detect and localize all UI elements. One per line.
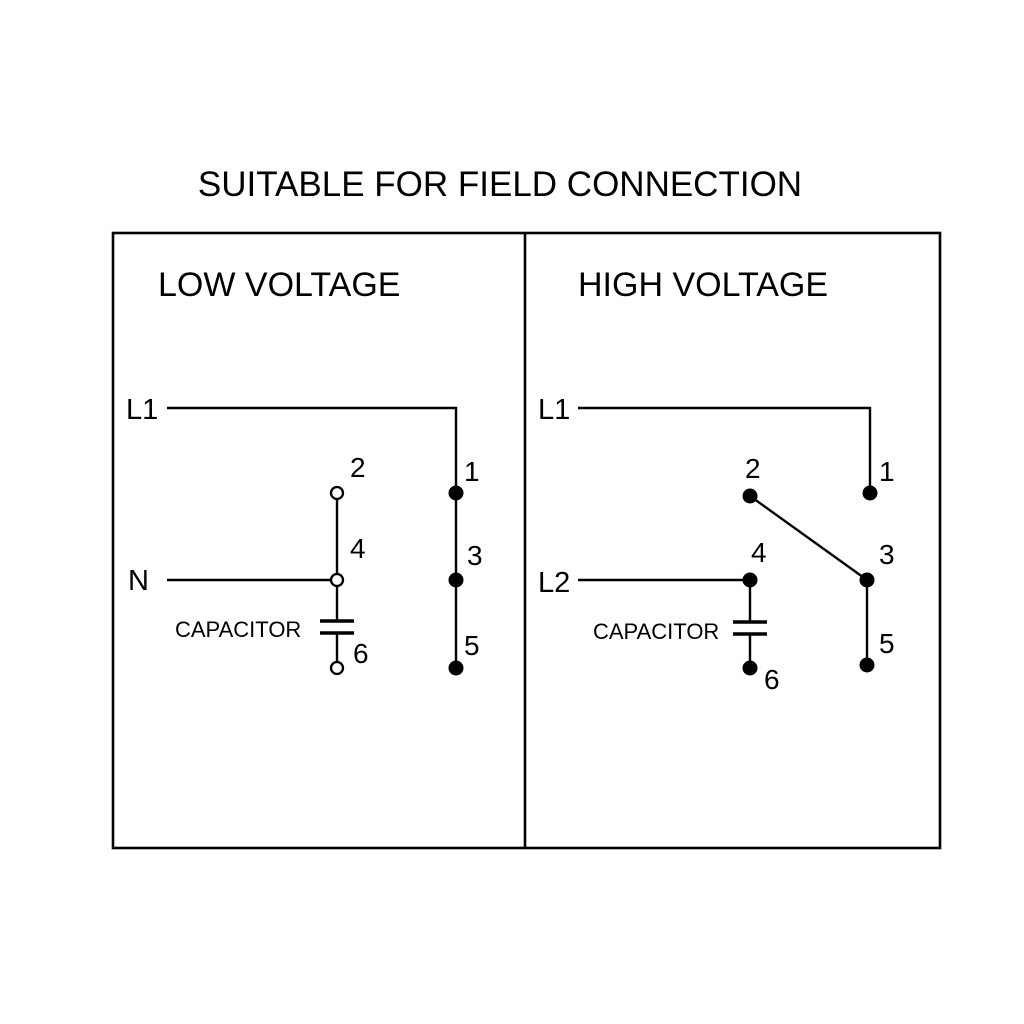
hv-l1-wire <box>578 406 872 493</box>
hv-terminal-1-dot <box>862 485 878 501</box>
hv-terminal-6-dot <box>742 660 758 676</box>
hv-terminal-5-label: 5 <box>879 628 895 659</box>
hv-capacitor-label: CAPACITOR <box>593 619 719 644</box>
lv-l1-wire <box>167 406 458 493</box>
lv-n-label: N <box>128 565 149 597</box>
hv-terminal-4-dot <box>742 572 758 588</box>
hv-terminal-4-label: 4 <box>751 537 767 568</box>
lv-terminal-6-label: 6 <box>353 638 369 669</box>
lv-terminal-1-label: 1 <box>464 456 480 487</box>
lv-terminal-2-circle <box>329 485 345 501</box>
hv-terminal-3-dot <box>859 572 875 588</box>
high-voltage-title: HIGH VOLTAGE <box>578 266 828 304</box>
hv-terminal-3-label: 3 <box>879 539 895 570</box>
high-voltage-panel: HIGH VOLTAGE L1 L2 CAPACITOR <box>538 266 895 695</box>
low-voltage-panel: LOW VOLTAGE L1 N CAPACITOR <box>126 266 483 676</box>
hv-jumper-2-3-wire <box>749 495 868 581</box>
lv-terminal-3-label: 3 <box>467 540 483 571</box>
lv-terminal-6-circle <box>329 660 345 676</box>
lv-terminal-4-circle <box>329 572 345 588</box>
hv-terminal-5-dot <box>859 657 875 673</box>
diagram-title: SUITABLE FOR FIELD CONNECTION <box>198 165 802 204</box>
hv-l2-label: L2 <box>538 567 570 599</box>
hv-terminal-6-label: 6 <box>764 664 780 695</box>
lv-l1-label: L1 <box>126 394 158 426</box>
hv-terminal-2-label: 2 <box>745 453 761 484</box>
lv-capacitor-label: CAPACITOR <box>175 617 301 642</box>
lv-terminal-2-label: 2 <box>350 452 366 483</box>
diagram-border <box>111 231 942 850</box>
lv-terminal-1-dot <box>448 485 464 501</box>
lv-terminal-3-dot <box>448 572 464 588</box>
lv-terminal-4-label: 4 <box>350 533 366 564</box>
hv-terminal-2-dot <box>742 488 758 504</box>
hv-terminal-1-label: 1 <box>879 456 895 487</box>
lv-terminal-5-label: 5 <box>464 630 480 661</box>
lv-terminal-5-dot <box>448 660 464 676</box>
low-voltage-title: LOW VOLTAGE <box>158 266 400 304</box>
hv-l1-label: L1 <box>538 394 570 426</box>
